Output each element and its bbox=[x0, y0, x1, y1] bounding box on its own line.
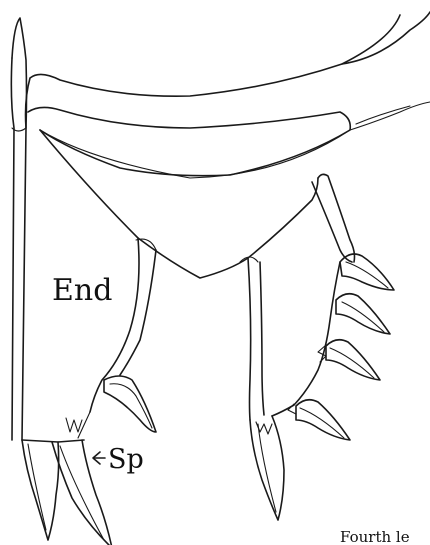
left-margin-rod bbox=[11, 18, 26, 440]
spine-label: Sp bbox=[108, 444, 144, 475]
coxal-plate bbox=[26, 12, 430, 178]
endopod-label: End bbox=[52, 273, 112, 308]
spine-pointer-arrow bbox=[93, 452, 105, 464]
figure-caption: Fourth le bbox=[340, 528, 410, 545]
exopod-spines bbox=[288, 254, 394, 440]
exopod-terminal-spine bbox=[250, 416, 284, 520]
